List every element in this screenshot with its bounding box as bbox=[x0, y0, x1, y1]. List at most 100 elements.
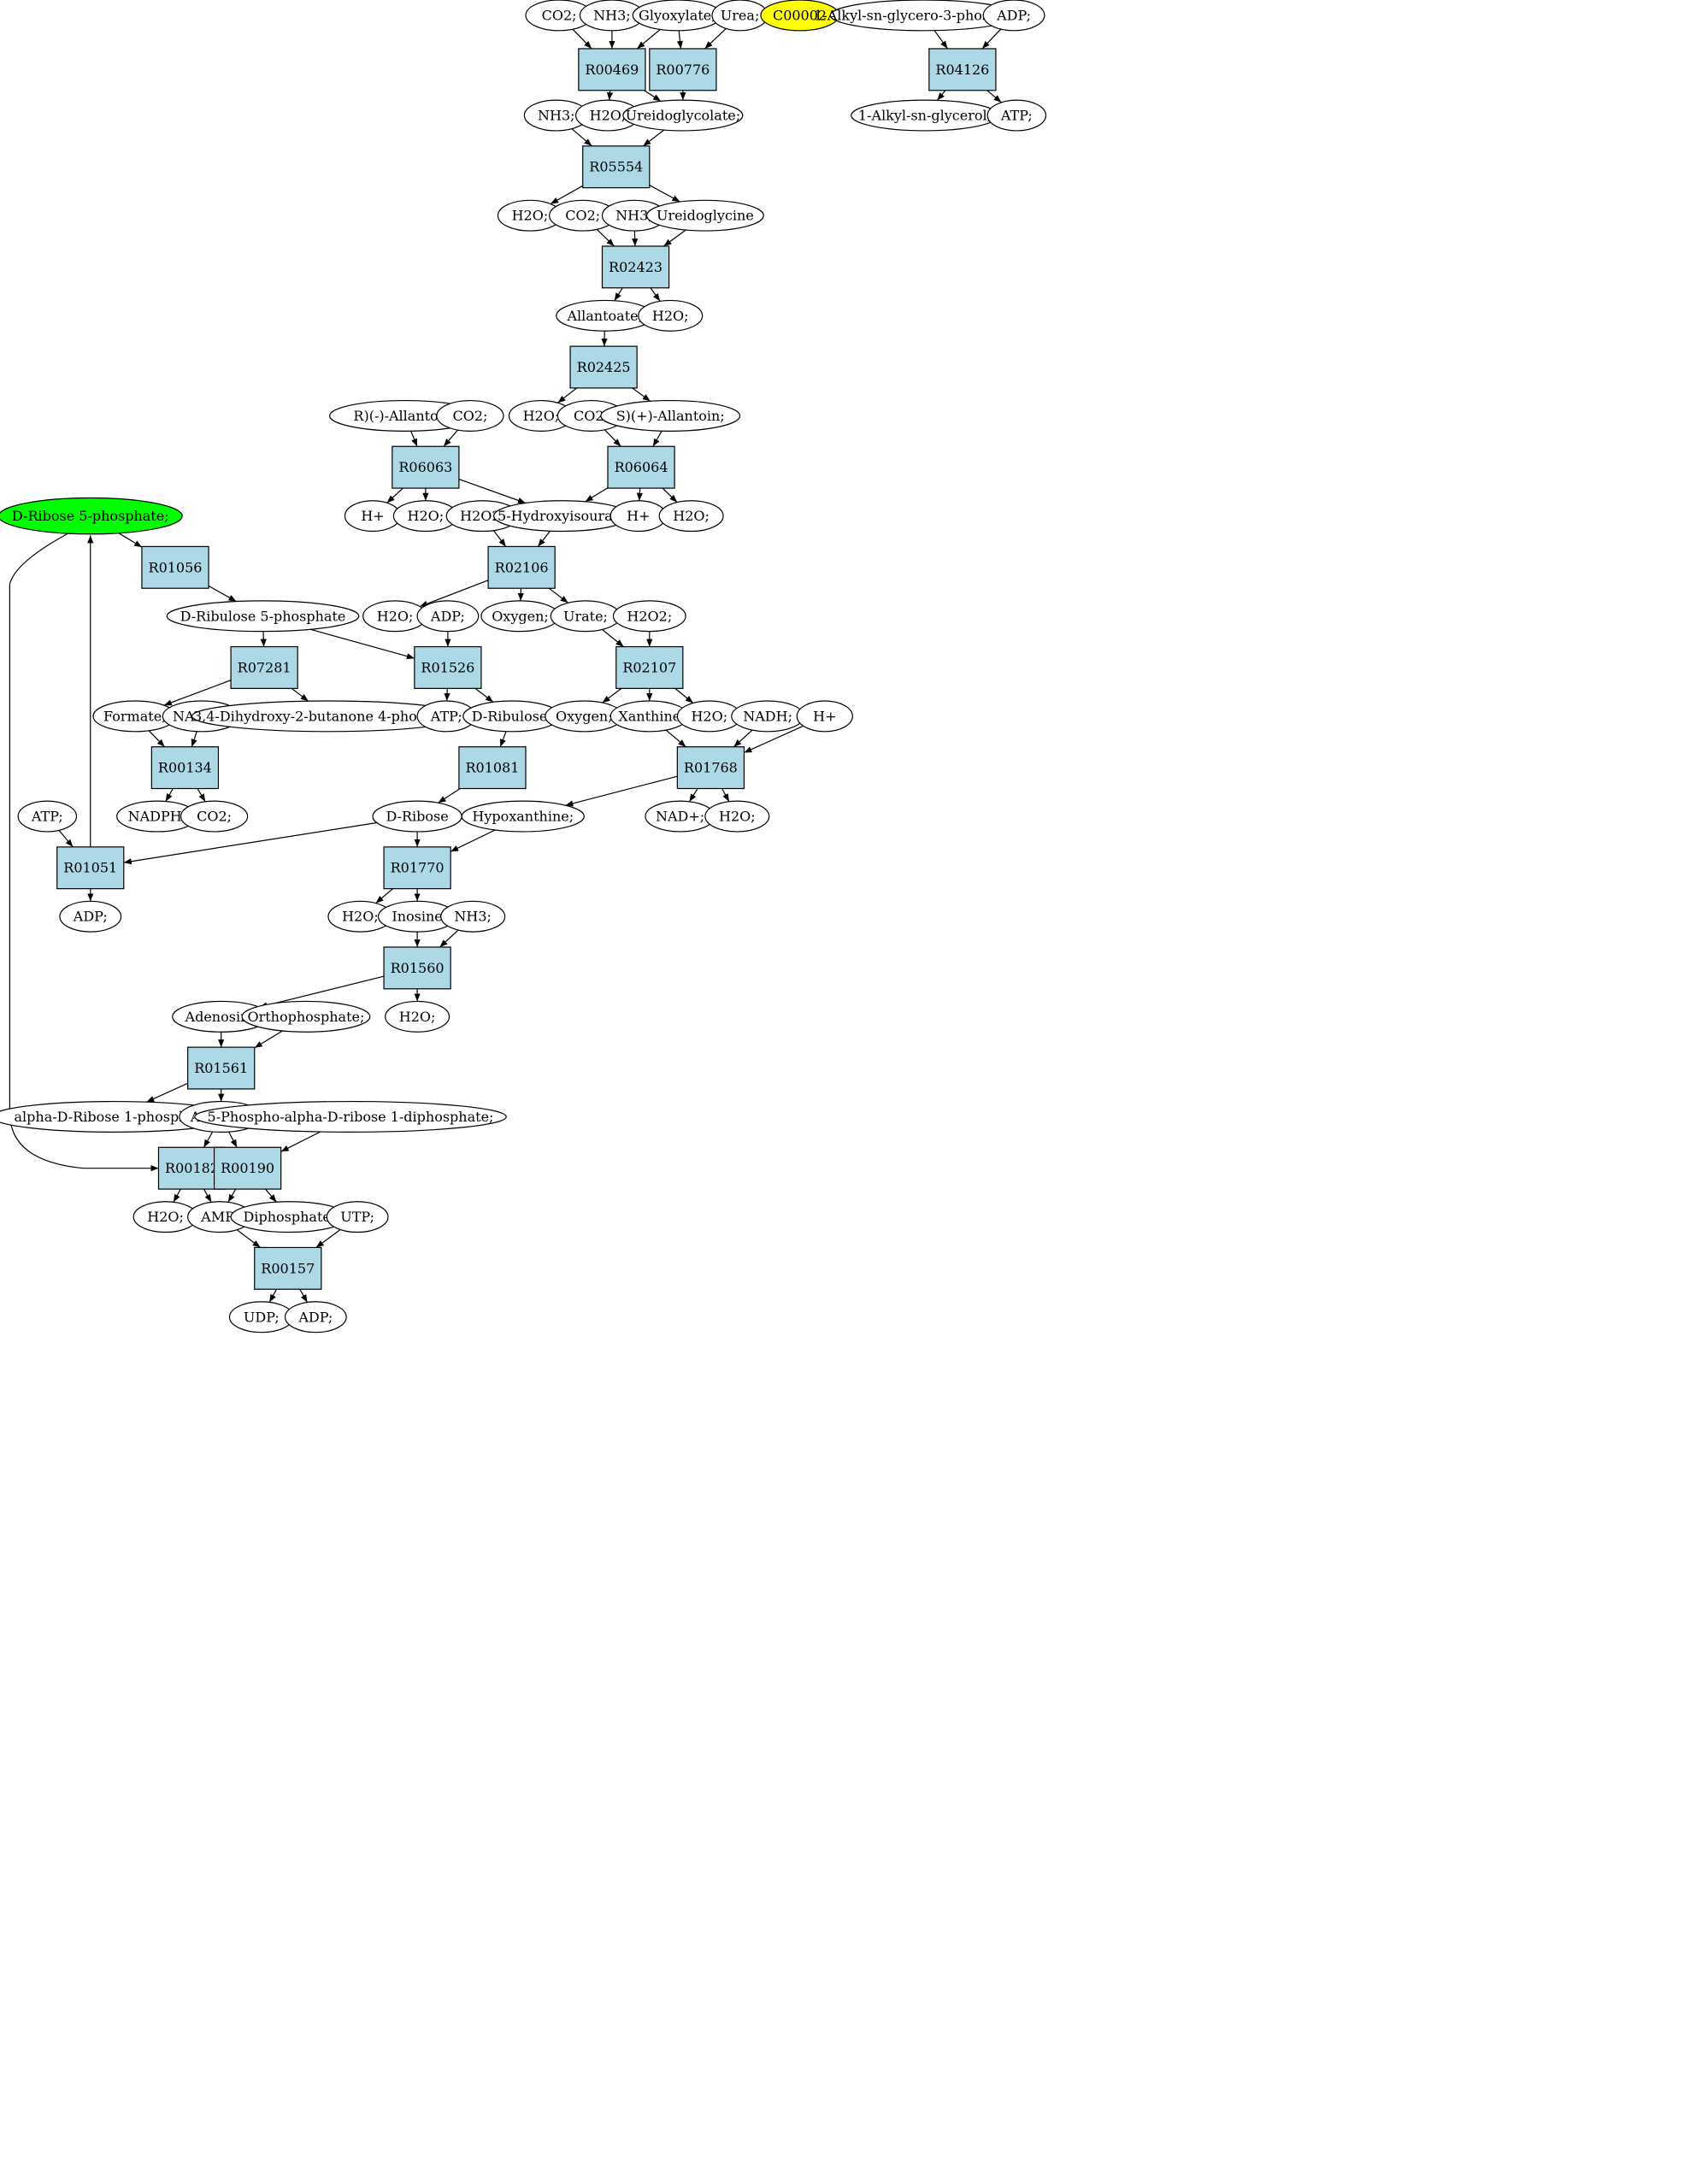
metabolite-node-h2o_j: H2O; bbox=[327, 900, 393, 933]
edge-r02106-to-urate bbox=[548, 587, 568, 603]
edge-r00134-to-nadph bbox=[165, 788, 174, 802]
node-label: Xanthine bbox=[618, 708, 680, 724]
metabolite-node-dribulose: D-Ribulose; bbox=[462, 700, 562, 733]
node-label: H2O; bbox=[523, 408, 560, 424]
metabolite-node-nadph: NADPH; bbox=[116, 800, 198, 833]
metabolite-node-dribulose5p: D-Ribulose 5-phosphate bbox=[166, 600, 360, 633]
node-label: R05554 bbox=[589, 159, 643, 175]
reaction-node-r01768: R01768 bbox=[676, 746, 745, 790]
edge-r00134-to-co2_e bbox=[197, 788, 206, 803]
edge-allantoate-to-r02425 bbox=[601, 331, 608, 347]
edge-r00182-to-h2o_l bbox=[173, 1188, 181, 1203]
metabolite-node-hydroxyisourate: 5-Hydroxyisourate bbox=[492, 500, 631, 533]
node-label: ATP; bbox=[1000, 108, 1033, 124]
reaction-node-r01770: R01770 bbox=[383, 846, 451, 890]
node-label: Inosine bbox=[392, 909, 442, 925]
metabolite-node-udp: UDP; bbox=[228, 1301, 294, 1333]
metabolite-ellipse bbox=[326, 1201, 389, 1233]
metabolite-ellipse bbox=[241, 1000, 371, 1033]
edge-nadh-to-r01768 bbox=[733, 729, 753, 748]
node-label: Oxygen; bbox=[492, 608, 549, 624]
metabolite-ellipse bbox=[194, 1100, 507, 1133]
edge-r02423-to-allantoate bbox=[614, 287, 623, 302]
node-label: H2O; bbox=[673, 508, 710, 524]
metabolite-ellipse bbox=[645, 199, 764, 232]
reaction-node-r02107: R02107 bbox=[615, 645, 684, 689]
reaction-box bbox=[615, 645, 684, 689]
node-label: R07281 bbox=[238, 659, 292, 675]
metabolite-node-dribose5p: D-Ribose 5-phosphate; bbox=[0, 497, 183, 535]
edge-adenine-to-r00190 bbox=[228, 1131, 238, 1148]
metabolite-node-hplus_a: H+ bbox=[344, 500, 402, 533]
metabolite-ellipse bbox=[982, 0, 1045, 32]
node-label: R00134 bbox=[158, 760, 212, 776]
metabolite-node-h2o_k: H2O; bbox=[385, 1000, 450, 1033]
metabolite-node-prpp: 5-Phospho-alpha-D-ribose 1-diphosphate; bbox=[194, 1100, 507, 1133]
metabolite-node-h2o_i: H2O; bbox=[704, 800, 770, 833]
node-label: R02107 bbox=[622, 659, 676, 675]
reaction-node-r01081: R01081 bbox=[458, 746, 527, 790]
edge-r06063-to-hydroxyisourate bbox=[458, 479, 527, 504]
metabolite-node-urate: Urate; bbox=[550, 600, 621, 633]
reaction-box bbox=[676, 746, 745, 790]
metabolite-node-dhbp: 3,4-Dihydroxy-2-butanone 4-phosphate bbox=[191, 700, 466, 733]
node-label: Hypoxanthine; bbox=[472, 809, 574, 825]
edge-formate-to-r00134 bbox=[148, 730, 166, 748]
edge-s_allantoin-to-r06064 bbox=[652, 430, 662, 447]
edge-r01768-to-nad bbox=[688, 788, 698, 803]
edge-nh3_d-to-r01560 bbox=[439, 929, 459, 948]
node-label: NH3; bbox=[615, 208, 653, 224]
reaction-box bbox=[582, 145, 651, 189]
metabolite-node-nh3_c: NH3; bbox=[601, 199, 667, 232]
node-label: D-Ribose 5-phosphate; bbox=[12, 508, 169, 524]
node-label: 1-Alkyl-sn-glycero-3-phosphate; bbox=[814, 7, 1033, 23]
node-label: CO2; bbox=[574, 408, 609, 424]
metabolite-node-co2_e: CO2; bbox=[180, 800, 249, 833]
node-label: H2O; bbox=[691, 708, 727, 724]
edge-r00157-to-adp_d bbox=[299, 1288, 309, 1303]
node-label: ADP; bbox=[430, 608, 465, 624]
metabolite-node-oxygen_a: Oxygen; bbox=[480, 600, 560, 633]
edge-r00157-to-udp bbox=[268, 1288, 278, 1303]
metabolite-node-s_allantoin: S)(+)-Allantoin; bbox=[600, 399, 741, 432]
edge-ureidoglycolate-to-r05554 bbox=[643, 129, 665, 147]
edge-r02107-to-h2o_h bbox=[674, 687, 694, 703]
metabolite-node-hypoxanthine: Hypoxanthine; bbox=[461, 800, 585, 833]
edge-r00182-to-amp bbox=[203, 1188, 212, 1203]
metabolite-node-adp_c: ADP; bbox=[59, 900, 122, 933]
node-label: NH3; bbox=[538, 108, 575, 124]
node-label: H2O2; bbox=[460, 508, 505, 524]
reaction-box bbox=[928, 48, 997, 91]
metabolite-node-orthophosphate: Orthophosphate; bbox=[241, 1000, 371, 1033]
edge-r01768-to-h2o_i bbox=[721, 788, 730, 802]
node-label: S)(+)-Allantoin; bbox=[616, 408, 725, 424]
reaction-box bbox=[150, 746, 220, 790]
edge-hydroxyisourate-to-r02106 bbox=[537, 530, 551, 547]
edge-r01056-to-dribulose5p bbox=[208, 585, 237, 603]
edge-r01770-to-h2o_j bbox=[375, 888, 393, 904]
metabolite-ellipse bbox=[796, 700, 853, 733]
edge-r01768-to-hypoxanthine bbox=[565, 775, 678, 807]
reaction-node-r06064: R06064 bbox=[607, 445, 675, 489]
reaction-node-r02106: R02106 bbox=[487, 545, 556, 589]
metabolite-node-h2o_a: H2O; bbox=[574, 99, 641, 132]
node-label: Urea; bbox=[721, 7, 760, 23]
metabolite-node-amp: AMP; bbox=[187, 1201, 253, 1233]
edge-glyoxylate-to-r00776 bbox=[676, 30, 684, 49]
edge-dribulose-to-r01081 bbox=[499, 731, 507, 747]
reaction-node-r04126: R04126 bbox=[928, 48, 997, 91]
reaction-box bbox=[213, 1146, 282, 1190]
node-label: alpha-D-Ribose 1-phosphate; bbox=[14, 1109, 214, 1125]
metabolite-node-atp_a: ATP; bbox=[986, 99, 1047, 132]
reaction-box bbox=[392, 445, 460, 489]
node-label: NAD+; bbox=[656, 809, 704, 825]
node-label: R01770 bbox=[391, 860, 445, 876]
edge-utp-to-r00157 bbox=[315, 1229, 341, 1248]
edge-dribose-to-r01051 bbox=[123, 821, 377, 865]
node-label: 1-Alkyl-sn-glycerol; bbox=[858, 108, 992, 124]
metabolite-ellipse bbox=[622, 99, 744, 132]
reaction-node-r00776: R00776 bbox=[649, 48, 717, 91]
node-label: R01561 bbox=[194, 1060, 248, 1076]
metabolite-ellipse bbox=[612, 600, 686, 633]
edge-glyoxylate-to-r00469 bbox=[636, 28, 661, 50]
